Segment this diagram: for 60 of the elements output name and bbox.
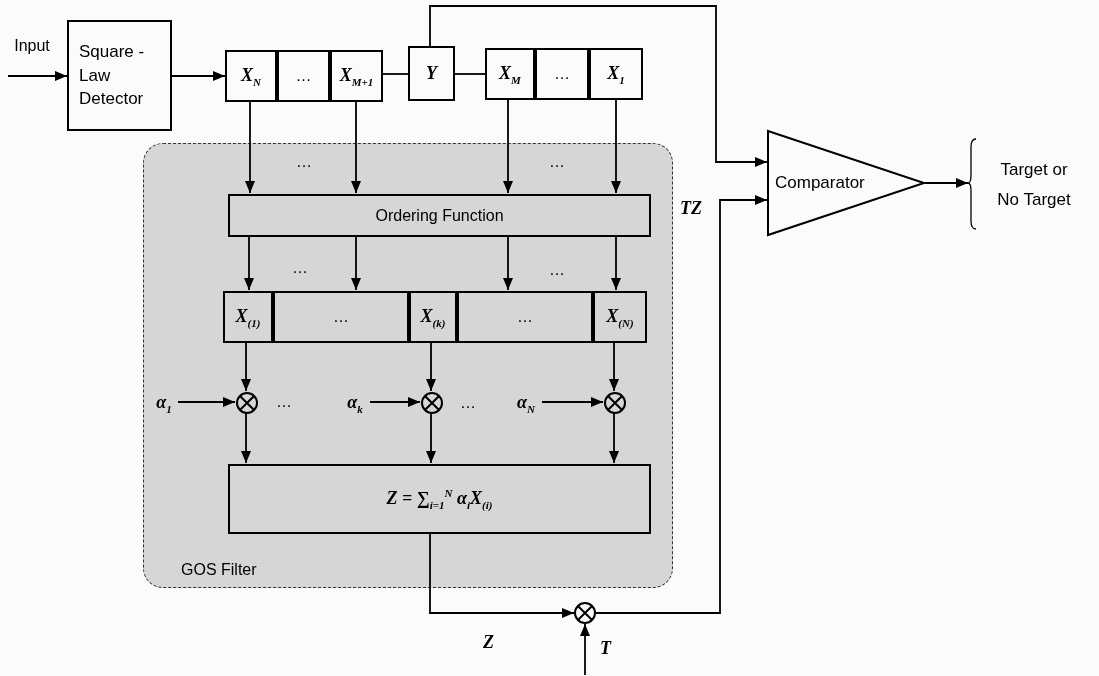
edge-label: TZ	[680, 198, 702, 219]
arrow	[369, 397, 421, 407]
arrow	[245, 101, 255, 194]
sorted-cell: …	[273, 291, 409, 343]
test-cell: Y	[408, 46, 455, 101]
arrow	[609, 412, 619, 464]
sum-box: Z = ∑$_{i=1}$$^{N}$ α$_{i}$X$_{(i)}$	[228, 464, 651, 534]
arrow	[609, 341, 619, 392]
arrow	[171, 71, 226, 81]
register-cell: …	[535, 48, 589, 100]
arrow	[241, 412, 251, 464]
ellipsis-mark: …	[292, 258, 308, 278]
process-box: Ordering Function	[228, 194, 651, 237]
register-cell: X$_{M}$	[485, 48, 535, 100]
arrow	[595, 195, 768, 614]
arrow	[241, 341, 251, 392]
arrow	[426, 412, 436, 464]
arrow	[541, 397, 604, 407]
register-cell: X$_{1}$	[589, 48, 643, 100]
multiplier-symbol	[604, 392, 626, 414]
arrow	[503, 99, 513, 194]
ellipsis-mark: …	[276, 392, 292, 412]
arrow	[244, 235, 254, 291]
arrow	[429, 5, 768, 167]
arrow	[351, 235, 361, 291]
weight-label: α$_{k}$	[339, 391, 371, 415]
register-cell: X$_{N}$	[225, 50, 277, 102]
edge-label: T	[600, 638, 611, 659]
multiplier-symbol	[236, 392, 258, 414]
edge-label: Z	[483, 632, 494, 653]
detector-box: Square -Law Detector	[67, 20, 172, 131]
register-cell: X$_{M+1}$	[330, 50, 383, 102]
weight-label: α$_{N}$	[509, 391, 543, 415]
arrow	[503, 235, 513, 291]
arrow	[580, 623, 590, 676]
multiplier-symbol	[421, 392, 443, 414]
comparator-triangle: Comparator	[767, 130, 925, 236]
arrow	[7, 71, 68, 81]
sorted-cell: X$_{(1)}$	[223, 291, 273, 343]
arrow	[429, 532, 575, 618]
arrow	[177, 397, 236, 407]
ellipsis-mark: …	[296, 152, 312, 172]
sorted-cell: …	[457, 291, 593, 343]
ellipsis-mark: …	[460, 393, 476, 413]
input-label: Input	[8, 36, 56, 76]
ellipsis-mark: …	[549, 260, 565, 280]
weight-label: α$_{1}$	[149, 391, 179, 415]
output-label: Target or No Target	[968, 135, 1090, 235]
arrow	[924, 178, 969, 188]
sorted-cell: X$_{(N)}$	[593, 291, 647, 343]
region-title: GOS Filter	[181, 559, 257, 579]
arrow	[351, 101, 361, 194]
multiplier-symbol	[574, 602, 596, 624]
filter-region	[143, 143, 673, 588]
ellipsis-mark: …	[549, 152, 565, 172]
arrow	[611, 235, 621, 291]
arrow	[611, 99, 621, 194]
register-cell: …	[277, 50, 330, 102]
sorted-cell: X$_{(k)}$	[409, 291, 457, 343]
arrow	[426, 341, 436, 392]
